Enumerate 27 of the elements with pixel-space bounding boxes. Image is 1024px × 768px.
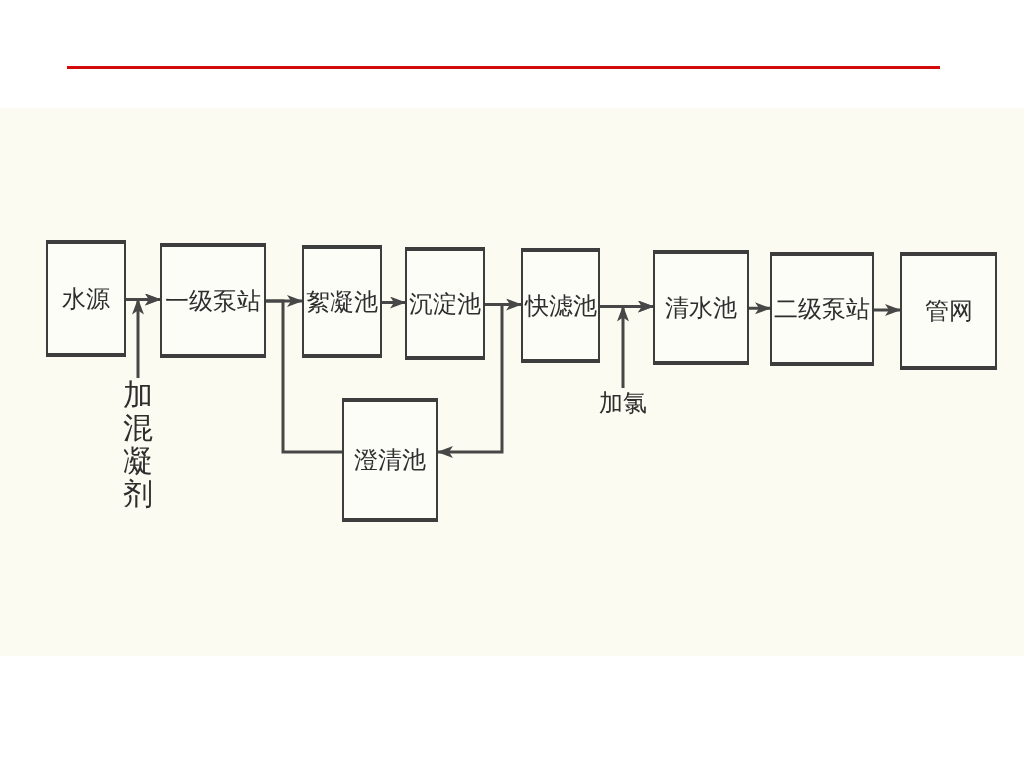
process-box (160, 243, 266, 358)
process-box (770, 252, 874, 366)
arrow (437, 303, 521, 458)
process-box (405, 247, 485, 360)
process-box (342, 398, 438, 522)
node-label: 水源 (62, 283, 110, 314)
connector-line (266, 299, 342, 454)
process-box (653, 250, 749, 365)
arrow (382, 296, 406, 309)
node-label: 管网 (924, 296, 973, 326)
node-label: 快滤池 (524, 290, 597, 321)
arrow (874, 304, 901, 316)
node-label: 清水池 (665, 292, 737, 323)
annotation-text: 加混凝剂 (123, 378, 153, 510)
arrow (617, 301, 653, 388)
process-box (900, 252, 997, 370)
node-label: 一级泵站 (165, 285, 261, 316)
arrow (132, 294, 160, 378)
node-label: 絮凝池 (306, 286, 378, 317)
node-label: 澄清池 (354, 445, 426, 475)
node-label: 沉淀池 (409, 288, 481, 319)
node-label: 二级泵站 (774, 294, 870, 324)
annotation-text: 加氯 (599, 388, 647, 418)
process-box (46, 240, 126, 357)
process-box (521, 248, 600, 363)
process-box (302, 245, 382, 358)
arrow (749, 302, 771, 315)
